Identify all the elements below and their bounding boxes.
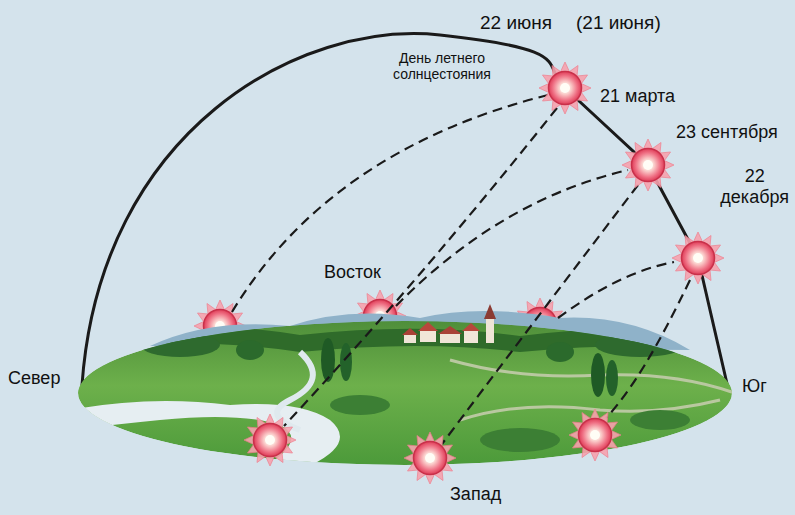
noon-sun (672, 232, 724, 284)
date-label: 23 сентября (674, 122, 780, 143)
noon-sun (622, 139, 674, 191)
date-label: 22 июня (478, 12, 554, 34)
meridian-arc (82, 34, 728, 388)
village (402, 304, 496, 343)
sun-path-lines (232, 95, 690, 444)
trees (236, 338, 618, 397)
direction-label: Запад (448, 484, 503, 505)
direction-label: Север (6, 368, 62, 389)
sunset-sun (404, 432, 456, 484)
date-label: (21 июня) (574, 12, 663, 34)
solstice-caption: День летнего солнцестояния (378, 50, 506, 82)
noon-sun (539, 62, 591, 114)
date-label: 21 марта (598, 86, 677, 107)
direction-label: Восток (322, 262, 383, 283)
sunset-sun (569, 409, 621, 461)
direction-label: Юг (740, 376, 769, 397)
sunset-sun (244, 414, 296, 466)
date-label: 22 декабря (718, 166, 791, 207)
